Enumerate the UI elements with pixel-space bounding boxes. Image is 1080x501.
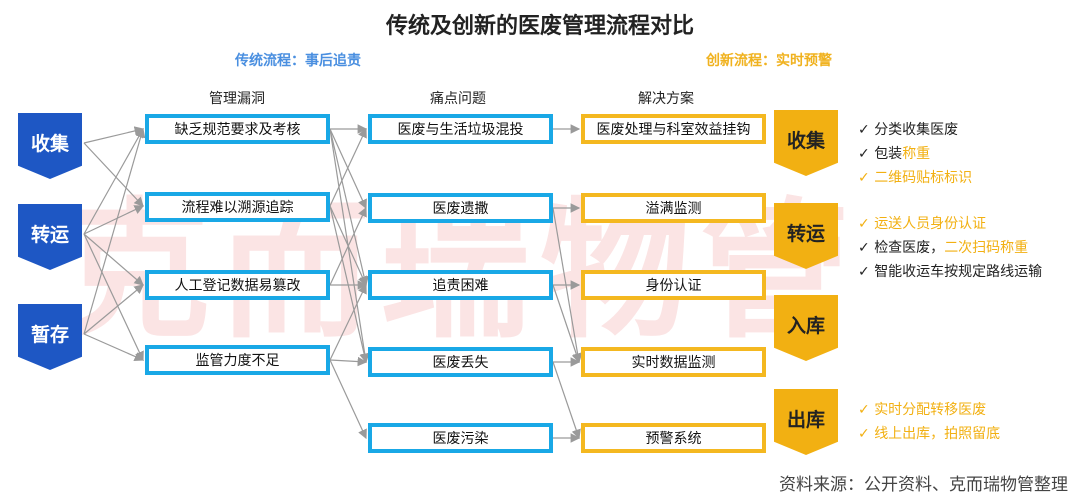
loophole-box: 人工登记数据易篡改 — [145, 270, 330, 300]
check-item: ✓ 线上出库，拍照留底 — [858, 422, 1000, 446]
painpoint-box: 医废与生活垃圾混投 — [368, 114, 553, 144]
column-header-loopholes: 管理漏洞 — [209, 91, 265, 107]
solution-box: 医废处理与科室效益挂钩 — [581, 114, 766, 144]
left-stage-storage: 暂存 — [18, 304, 82, 370]
check-highlight: 称重 — [902, 146, 931, 162]
check-icon: ✓ — [858, 122, 870, 138]
check-item: ✓ 智能收运车按规定路线运输 — [858, 260, 1042, 284]
check-highlight: 线上出库，拍照留底 — [874, 426, 1001, 442]
check-item: ✓ 检查医废，二次扫码称重 — [858, 236, 1042, 260]
checklist-collect: ✓ 分类收集医废 ✓ 包装称重 ✓ 二维码贴标标识 — [858, 118, 972, 190]
loophole-box: 缺乏规范要求及考核 — [145, 114, 330, 144]
check-icon: ✓ — [858, 240, 870, 256]
right-stage-outbound: 出库 — [774, 389, 838, 455]
check-icon: ✓ — [858, 216, 870, 232]
check-icon: ✓ — [858, 146, 870, 162]
solution-box: 预警系统 — [581, 423, 766, 453]
check-item: ✓ 二维码贴标标识 — [858, 166, 972, 190]
check-item: ✓ 分类收集医废 — [858, 118, 972, 142]
check-icon: ✓ — [858, 170, 870, 186]
checklist-transfer: ✓ 运送人员身份认证 ✓ 检查医废，二次扫码称重 ✓ 智能收运车按规定路线运输 — [858, 212, 1042, 284]
left-stage-transfer: 转运 — [18, 204, 82, 270]
check-item: ✓ 运送人员身份认证 — [858, 212, 1042, 236]
traditional-flow-label: 传统流程：事后追责 — [235, 53, 361, 69]
check-icon: ✓ — [858, 402, 870, 418]
check-highlight: 二维码贴标标识 — [874, 170, 973, 186]
solution-box: 身份认证 — [581, 270, 766, 300]
right-stage-collect: 收集 — [774, 110, 838, 176]
painpoint-box: 医废污染 — [368, 423, 553, 453]
check-text: 分类收集医废 — [874, 122, 959, 138]
column-header-solutions: 解决方案 — [638, 91, 694, 107]
loophole-box: 监管力度不足 — [145, 345, 330, 375]
check-item: ✓ 实时分配转移医废 — [858, 398, 1000, 422]
painpoint-box: 医废遗撒 — [368, 193, 553, 223]
right-stage-transfer: 转运 — [774, 203, 838, 269]
checklist-outbound: ✓ 实时分配转移医废 ✓ 线上出库，拍照留底 — [858, 398, 1000, 446]
painpoint-box: 医废丢失 — [368, 347, 553, 377]
check-text: 智能收运车按规定路线运输 — [874, 264, 1043, 280]
check-text: 检查医废， — [874, 240, 945, 256]
check-highlight: 运送人员身份认证 — [874, 216, 987, 232]
check-item: ✓ 包装称重 — [858, 142, 972, 166]
right-stage-inbound: 入库 — [774, 295, 838, 361]
check-highlight: 二次扫码称重 — [944, 240, 1029, 256]
loophole-box: 流程难以溯源追踪 — [145, 192, 330, 222]
check-text: 包装 — [874, 146, 903, 162]
innovative-flow-label: 创新流程：实时预警 — [706, 53, 832, 69]
check-icon: ✓ — [858, 264, 870, 280]
column-header-painpoints: 痛点问题 — [430, 91, 486, 107]
solution-box: 实时数据监测 — [581, 347, 766, 377]
source-note: 资料来源：公开资料、克而瑞物管整理 — [779, 475, 1068, 495]
solution-box: 溢满监测 — [581, 193, 766, 223]
left-stage-collect: 收集 — [18, 113, 82, 179]
check-highlight: 实时分配转移医废 — [874, 402, 987, 418]
page-title: 传统及创新的医废管理流程对比 — [385, 14, 694, 39]
painpoint-box: 追责困难 — [368, 270, 553, 300]
check-icon: ✓ — [858, 426, 870, 442]
